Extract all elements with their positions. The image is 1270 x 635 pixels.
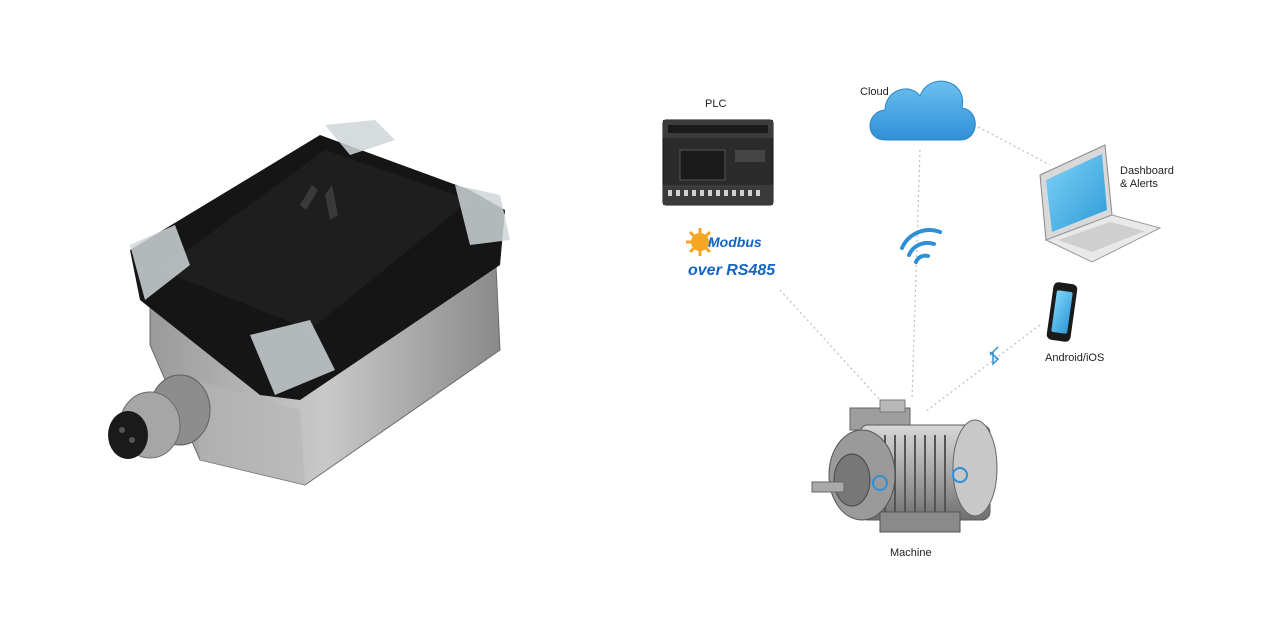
laptop-icon — [1039, 144, 1162, 263]
rs485-text: over RS485 — [688, 262, 776, 279]
wifi-icon — [900, 228, 942, 264]
modbus-logo-icon — [686, 228, 714, 256]
electric-motor-icon — [811, 399, 998, 533]
link-plc-machine — [779, 289, 881, 401]
cloud-icon — [869, 80, 976, 141]
bluetooth-icon — [989, 346, 1000, 366]
modbus-text: Modbus — [708, 234, 762, 250]
dashboard-label: Dashboard & Alerts — [1120, 165, 1174, 190]
plc-icon — [662, 119, 774, 206]
link-cloud-machine — [911, 149, 921, 401]
plc-label: PLC — [705, 98, 727, 110]
vibration-sensor-device-icon — [108, 120, 510, 486]
mobile-label: Android/iOS — [1045, 352, 1105, 364]
link-mobile-machine — [924, 324, 1041, 413]
cloud-label: Cloud — [860, 86, 889, 98]
machine-label: Machine — [890, 547, 932, 559]
link-cloud-dashboard — [964, 119, 1051, 166]
connection-lines — [779, 119, 1051, 413]
smartphone-icon — [1046, 282, 1078, 342]
